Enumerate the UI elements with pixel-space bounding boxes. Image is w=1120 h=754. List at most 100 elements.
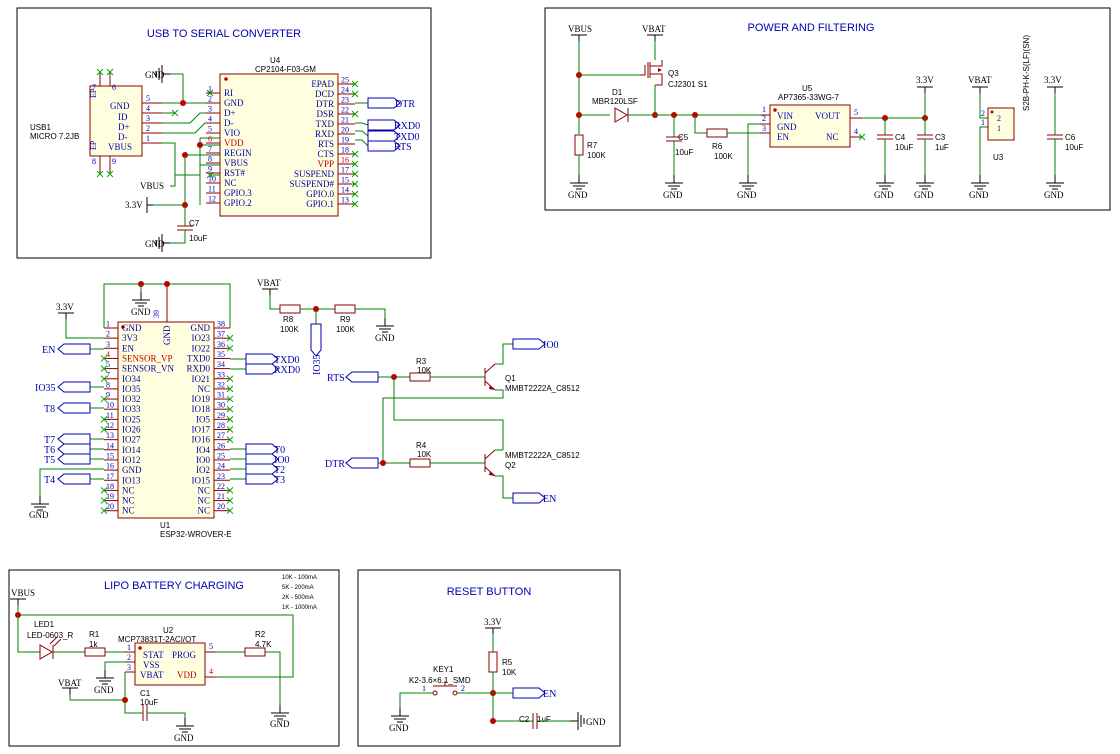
- u5-33v-label: 3.3V: [916, 75, 934, 85]
- c7-gnd-label: GND: [145, 239, 165, 249]
- u1-right-pin-num-18: 20: [217, 502, 225, 511]
- u4-right-pin-name-7: CTS: [317, 149, 334, 159]
- u1-t0-net: T0: [274, 445, 285, 456]
- u2-gnd-label: GND: [94, 685, 114, 695]
- r5-value: 10K: [502, 668, 517, 677]
- u1-left-pin-name-6: IO35: [122, 384, 141, 394]
- u4-right-pin-name-10: SUSPEND#: [289, 179, 334, 189]
- u1-left-pin-num-13: 15: [106, 451, 114, 460]
- u1-right-pins: 38GND37IO2336IO2235TXD034RXD033IO2132NC3…: [186, 320, 234, 516]
- usb-serial-title: USB TO SERIAL CONVERTER: [147, 28, 301, 40]
- u4-left-pin-name-3: D-: [224, 118, 234, 128]
- u1-right-pin-name-14: IO2: [196, 465, 210, 475]
- u1-right-pin-name-17: NC: [197, 496, 210, 506]
- usb-33v-label: 3.3V: [125, 200, 143, 210]
- svg-text:4: 4: [209, 667, 213, 676]
- d1-value: MBR120LSF: [592, 97, 638, 106]
- u1-right-pin-num-0: 38: [217, 320, 225, 329]
- svg-text:1: 1: [762, 105, 766, 114]
- u1-right-pin-name-5: IO21: [192, 374, 211, 384]
- u4-left-pin-name-1: GND: [224, 98, 244, 108]
- u4-right-pin-name-2: DTR: [316, 99, 334, 109]
- usb1-value: MICRO 7.2JB: [30, 132, 79, 141]
- u4-right-pin-name-9: SUSPEND: [294, 169, 335, 179]
- u1-left-pin-num-3: 4: [106, 350, 110, 359]
- u1-33v-label: 3.3V: [56, 302, 74, 312]
- u4-right-pin-num-2: 23: [341, 96, 349, 105]
- u4-designator: U4: [270, 56, 281, 65]
- u4-left-pin-num-1: 2: [208, 95, 212, 104]
- lipo-title: LIPO BATTERY CHARGING: [104, 580, 244, 592]
- u1-left-pin-num-2: 3: [106, 340, 110, 349]
- q1-rts-net: RTS: [327, 373, 345, 384]
- u4-left-pin-num-11: 12: [208, 195, 216, 204]
- u1-right-pin-num-8: 30: [217, 401, 225, 410]
- svg-text:39: 39: [152, 310, 161, 318]
- c6-value: 10uF: [1065, 143, 1083, 152]
- u1-left-pin-num-14: 16: [106, 462, 114, 471]
- svg-text:2K - 500mA: 2K - 500mA: [282, 595, 314, 601]
- u1-left-pin-num-9: 11: [106, 411, 114, 420]
- u4-left-pin-num-10: 11: [208, 185, 216, 194]
- u1-left-pin-name-17: NC: [122, 496, 135, 506]
- u1-left-pin-num-7: 9: [106, 391, 110, 400]
- c3-value: 1uF: [935, 143, 949, 152]
- r1-value: 1k: [89, 640, 98, 649]
- u4-left-pin-name-2: D+: [224, 108, 236, 118]
- u1-t6-net: T6: [44, 445, 55, 456]
- u1-left-pin-num-6: 8: [106, 380, 110, 389]
- u1-left-pin-name-4: SENSOR_VN: [122, 364, 175, 374]
- u1-right-pin-num-4: 34: [217, 360, 225, 369]
- svg-text:1K - 1000mA: 1K - 1000mA: [282, 605, 317, 611]
- usb-serial-frame: [16, 7, 432, 259]
- u3-connector: 2 1 2 1 U3 S2B-PH-K-S(LF)(SN): [981, 35, 1031, 162]
- u1-right-pin-num-1: 37: [217, 330, 225, 339]
- u4-cp2104: U4 CP2104-F03-GM: [219, 56, 339, 217]
- usb1-pin-vbus: VBUS: [108, 142, 132, 152]
- u1-right-pin-num-9: 29: [217, 411, 225, 420]
- u2-pin-vbat: VBAT: [140, 670, 164, 680]
- r2-value: 4.7K: [255, 640, 272, 649]
- u1-t7-net: T7: [44, 435, 55, 446]
- u1-left-pin-num-11: 13: [106, 431, 114, 440]
- q2-designator: Q2: [505, 461, 516, 470]
- u4-left-pin-num-6: 7: [208, 145, 212, 154]
- u1-right-pin-num-7: 31: [217, 391, 225, 400]
- u1-right-pin-name-10: IO17: [192, 425, 211, 435]
- key1-designator: KEY1: [433, 665, 454, 674]
- u1-right-pin-num-15: 23: [217, 472, 225, 481]
- u1-left-pin-name-7: IO32: [122, 394, 141, 404]
- u4-right-pin-name-1: DCD: [315, 89, 335, 99]
- divider-io35-net: IO35: [312, 354, 323, 375]
- led1-value: LED-0603_R: [27, 631, 73, 640]
- u1-left-pin-num-5: 7: [106, 370, 110, 379]
- u1-left-pin-name-1: 3V3: [122, 333, 138, 343]
- key1-button: KEY1 K2-3.6×6.1_SMD 1 2: [409, 665, 471, 696]
- u1-value: ESP32-WROVER-E: [160, 530, 232, 539]
- reset-frame: [357, 569, 621, 747]
- c1-value: 10uF: [140, 698, 158, 707]
- u1-left-pin-name-5: IO34: [122, 374, 141, 384]
- u1-left-pin-num-15: 17: [106, 472, 114, 481]
- u5-pin-nc: NC: [826, 132, 839, 142]
- u1-rxd0-net: RXD0: [274, 365, 300, 376]
- u1-left-pin-name-8: IO33: [122, 404, 141, 414]
- u4-left-pin-name-5: VDD: [224, 138, 244, 148]
- c7-designator: C7: [189, 219, 200, 228]
- u2-value: MCP73831T-2ACI/OT: [118, 635, 196, 644]
- u4-rts-net: RTS: [394, 142, 412, 153]
- u4-right-pin-name-12: GPIO.1: [306, 199, 334, 209]
- u1-left-pin-num-4: 5: [106, 360, 110, 369]
- u1-right-pin-num-5: 33: [217, 370, 225, 379]
- u4-right-pin-num-12: 13: [341, 196, 349, 205]
- q2-en-net: EN: [543, 494, 556, 505]
- u4-right-pins: 25EPAD24DCD23DTR22DSR21TXD20RXD19RTS18CT…: [289, 76, 359, 209]
- q2-npn: MMBT2222A_C8512 Q2: [484, 449, 580, 477]
- c1-gnd-label: GND: [174, 733, 194, 743]
- svg-text:4: 4: [146, 104, 150, 113]
- u1-right-pin-name-4: RXD0: [186, 364, 210, 374]
- r8-designator: R8: [283, 315, 294, 324]
- svg-text:2: 2: [127, 653, 131, 662]
